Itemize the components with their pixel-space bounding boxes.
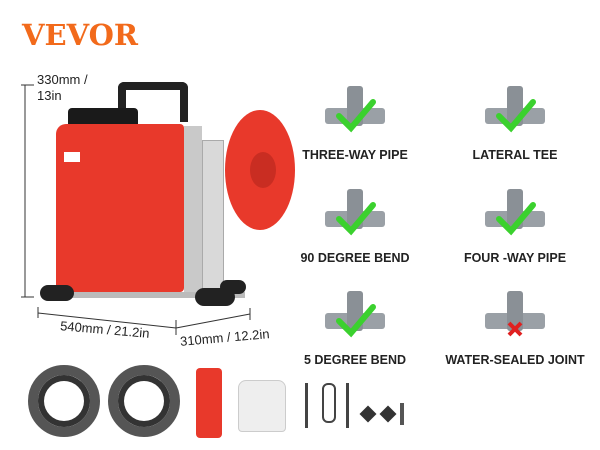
handle (118, 82, 188, 122)
storage-tube (196, 368, 222, 438)
cross-icon (507, 321, 523, 337)
fitting-label: 5 DEGREE BEND (303, 353, 407, 367)
fitting-label: THREE-WAY PIPE (302, 148, 408, 162)
drain-cleaner-machine (40, 80, 310, 310)
foot (220, 280, 246, 294)
pipe-fitting-icon (475, 183, 555, 253)
check-icon (336, 304, 376, 338)
fitting-label: 90 DEGREE BEND (300, 251, 410, 265)
check-icon (336, 202, 376, 236)
motor-housing (56, 124, 184, 292)
pipe-fitting-icon (315, 183, 395, 253)
height-in: 13in (37, 88, 62, 103)
pipe-fitting-icon (315, 285, 395, 355)
cable-coil (108, 365, 180, 437)
foot (40, 285, 74, 301)
check-icon (496, 99, 536, 133)
cutter-heads (300, 378, 415, 433)
check-icon (496, 202, 536, 236)
fitting-label: FOUR -WAY PIPE (463, 251, 567, 265)
cable-coil (28, 365, 100, 437)
vevor-logo: VEVOR (22, 18, 138, 52)
pipe-fitting-icon (475, 80, 555, 150)
pipe-fitting-icon (475, 285, 555, 355)
height-dimension: 330mm / 13in (37, 72, 88, 104)
fitting-label: WATER-SEALED JOINT (445, 353, 585, 367)
height-mm: 330mm / (37, 72, 88, 87)
pipe-fitting-icon (315, 80, 395, 150)
fitting-label: LATERAL TEE (472, 148, 558, 162)
gloves (238, 380, 286, 432)
check-icon (336, 99, 376, 133)
